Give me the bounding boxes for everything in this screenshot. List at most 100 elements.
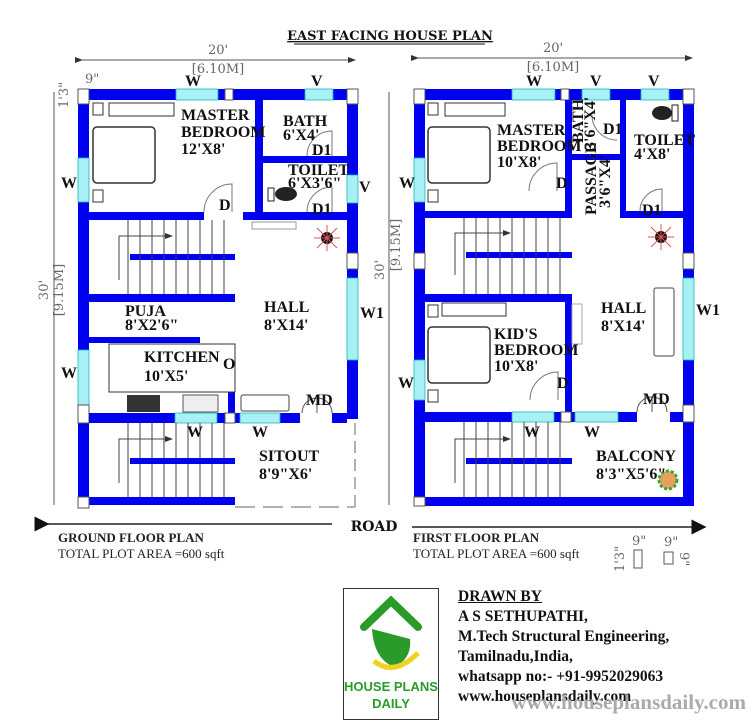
ground-floor-area: TOTAL PLOT AREA =600 sqft [58,546,225,561]
tv-unit-icon [251,221,297,230]
opening-label: O [223,356,235,373]
depth-ft: 30' [37,280,52,300]
room-label: PUJA [125,303,166,320]
staircase-lower [454,422,561,497]
sofa-icon [653,287,675,357]
bed-icon [427,326,491,384]
room-label: BEDROOM [181,124,265,141]
logo-text: HOUSE PLANS [344,679,438,694]
ventilator-label: V [311,73,323,90]
author-contact: whatsapp no:- +91-9952029063 [458,668,664,685]
window-label: W [187,424,203,441]
window-label: W [526,73,542,90]
credits-heading: DRAWN BY [458,588,542,605]
room-size: 8'X2'6" [125,317,178,334]
wall-thickness-13: 1'3" [57,82,72,108]
width-m: [6.10M] [192,62,244,77]
first-floor-caption: FIRST FLOOR PLAN TOTAL PLOT AREA =600 sq… [413,530,579,562]
window-label: W1 [360,305,384,322]
depth-ft: 30' [373,260,388,280]
room-label: HALL [264,299,309,316]
house-plans-daily-logo: HOUSE PLANS DAILY [343,588,439,720]
room-size: 10'X8' [494,358,538,375]
room-size: 8'X14' [264,317,308,334]
column-dim: 1'3" [613,546,628,572]
window-label: W1 [696,302,720,319]
house-roof-icon [360,595,422,631]
stove-icon [127,395,160,412]
room-size: 10'X8' [497,154,541,171]
ground-floor-caption: GROUND FLOOR PLAN TOTAL PLOT AREA =600 s… [58,530,224,562]
room-label: TOILET [288,162,349,179]
ventilator-label: V [359,179,371,196]
author-degree: M.Tech Structural Engineering, [458,628,670,645]
room-size: 8'X14' [601,318,645,335]
room-label: BATH [570,98,587,143]
window-label: W [185,73,201,90]
window-label: W [398,375,414,392]
column-dim: 9" [664,535,678,550]
first-floor-area: TOTAL PLOT AREA =600 sqft [413,546,580,561]
room-label: MASTER [497,122,566,139]
room-label: HALL [601,300,646,317]
door-label: D1 [312,201,332,218]
room-label: BEDROOM [497,138,581,155]
room-label: SITOUT [259,448,320,465]
logo-text: DAILY [372,696,410,711]
room-label: TOILET [634,132,695,149]
room-size: 8'9"X6' [259,466,312,483]
room-size: 3'6"X4' [597,155,614,208]
author-website[interactable]: www.houseplansdaily.com [458,688,632,705]
bed-icon [92,126,156,184]
wardrobe-icon [108,102,175,117]
author-name: A S SETHUPATHI, [458,608,588,625]
column-dim: 9" [632,534,646,549]
room-label: MASTER [181,107,250,124]
width-ft: 20' [543,41,563,56]
room-size: 4'X8' [634,146,670,163]
author-location: Tamilnadu,India, [458,648,573,665]
sink-icon [182,394,219,413]
watermark: www.houseplansdaily.com [511,690,746,714]
window-label: W [399,175,415,192]
window-label: W [584,424,600,441]
main-door-icon [636,396,668,413]
window-label: W [252,424,268,441]
width-ft: 20' [208,43,228,58]
room-size: 6'X4' [283,127,319,144]
door-label: D [219,197,231,214]
column-dim: 9" [676,552,691,566]
side-table-icon [92,102,104,116]
door-label: D1 [642,202,662,219]
door-label: D [556,175,568,192]
bed-icon [427,126,491,184]
ventilator-label: V [590,73,602,90]
window-label: W [61,175,77,192]
plant-icon [657,469,679,491]
plan-title: EAST FACING HOUSE PLAN [287,29,493,44]
main-door-label: MD [643,391,670,408]
room-label: BEDROOM [494,342,578,359]
room-label: KID'S [494,326,538,343]
room-label: KITCHEN [144,349,220,366]
staircase-upper [454,218,561,294]
wall-thickness-9: 9" [85,72,99,87]
ground-floor-title: GROUND FLOOR PLAN [58,530,204,545]
toilet-icon [275,187,297,201]
room-label: BALCONY [596,448,676,465]
door-label: D [557,375,569,392]
first-floor-plan: 20' [6.10M] 30' [9.15M] [373,41,720,507]
window-label: W [524,424,540,441]
wardrobe-icon [441,302,507,317]
staircase-upper [118,220,225,294]
main-door-label: MD [306,392,333,409]
credits-block: DRAWN BY A S SETHUPATHI, M.Tech Structur… [458,587,669,707]
room-label: PASSAGE [583,142,600,215]
room-size: 10'X5' [144,368,188,385]
room-size: 6'X3'6" [288,175,341,192]
door-label: D1 [312,142,332,159]
road-label: ROAD [351,519,398,535]
ventilator-label: V [648,73,660,90]
door-label: D1 [603,121,623,138]
